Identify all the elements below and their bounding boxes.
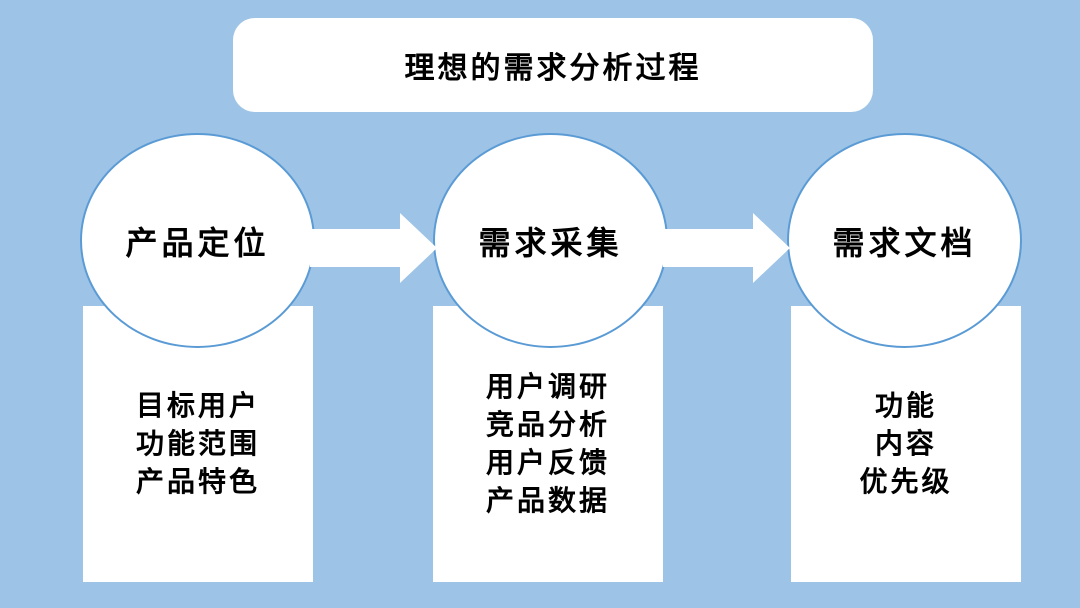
stage-panel-requirement-collection: 用户调研 竞品分析 用户反馈 产品数据 bbox=[433, 306, 663, 582]
stage-item: 功能范围 bbox=[135, 428, 260, 459]
stage-item: 内容 bbox=[874, 428, 937, 459]
stage-item: 用户调研 bbox=[485, 371, 610, 402]
stage-circle-label: 需求文档 bbox=[832, 224, 977, 261]
stage-panel-product-positioning: 目标用户 功能范围 产品特色 bbox=[83, 306, 313, 582]
stage-item: 优先级 bbox=[859, 466, 953, 497]
stage-item: 产品特色 bbox=[135, 466, 260, 497]
stage-circle-label: 产品定位 bbox=[125, 224, 270, 261]
page-title: 理想的需求分析过程 bbox=[404, 52, 702, 85]
stage-circle-requirement-collection: 需求采集 bbox=[433, 133, 668, 348]
stage-item: 产品数据 bbox=[485, 485, 610, 516]
stage-item: 竞品分析 bbox=[485, 409, 610, 440]
stage-panel-requirement-document: 功能 内容 优先级 bbox=[791, 306, 1021, 582]
stage-circle-product-positioning: 产品定位 bbox=[80, 133, 315, 348]
stage-item: 用户反馈 bbox=[485, 447, 610, 478]
title-box: 理想的需求分析过程 bbox=[233, 18, 873, 112]
stage-item: 功能 bbox=[874, 390, 937, 421]
stage-item: 目标用户 bbox=[135, 390, 260, 421]
stage-circle-requirement-document: 需求文档 bbox=[787, 133, 1022, 348]
flow-arrow-right-icon bbox=[310, 213, 437, 283]
stage-circle-label: 需求采集 bbox=[478, 224, 623, 261]
flow-arrow-right-icon bbox=[663, 213, 790, 283]
